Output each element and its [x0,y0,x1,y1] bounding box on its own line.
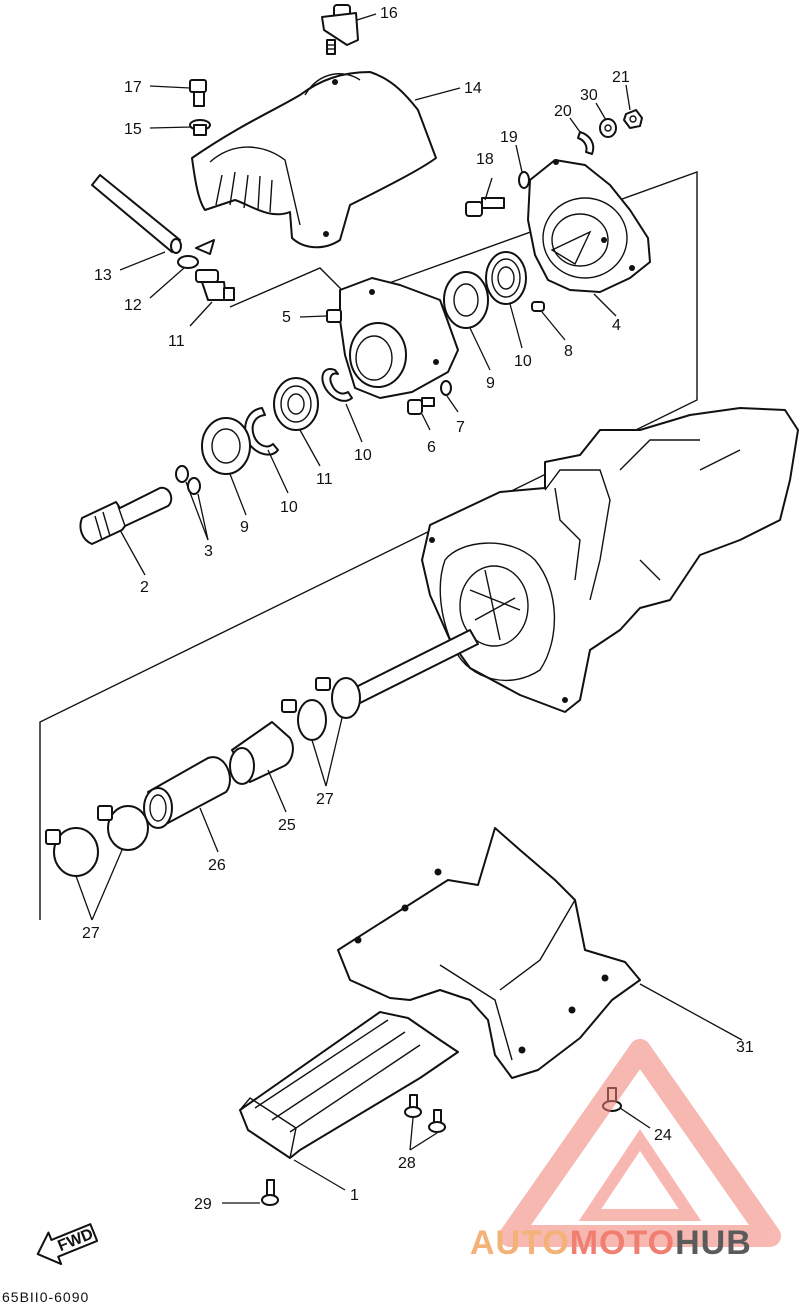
part-28-screws [404,1094,446,1133]
callout-10-lower: 10 [280,499,298,516]
part-5-bearing-housing [326,277,459,399]
callout-28: 28 [398,1155,416,1172]
callout-9-lower: 9 [240,519,249,536]
part-16-top-cover [191,71,437,249]
callout-10-upper: 10 [354,447,372,464]
callout-6: 6 [427,439,436,456]
part-6-bolt [407,397,435,415]
part-23-nut [623,109,643,129]
callout-2: 2 [140,579,149,596]
drawing-code: 65BII0-6090 [2,1289,90,1305]
part-20-bolt [465,197,505,217]
part-3-o-rings [175,465,201,495]
callout-26: 26 [208,857,226,874]
part-25-boot [229,721,294,785]
part-1-intake-grate [239,1011,459,1159]
part-14-clip [177,239,215,269]
leader-lines [75,13,743,1204]
watermark-text: AUTOMOTOHUB [470,1224,752,1263]
part-9-oil-seal-upper [443,271,489,329]
callout-9-upper: 9 [486,375,495,392]
part-29-screw [261,1179,279,1206]
callout-11: 11 [316,471,333,488]
part-30-washer [599,118,617,138]
part-27-hose-clamps-lower [45,805,149,877]
part-21-washer [518,171,530,189]
callout-12: 10 [514,353,532,370]
callout-7: 7 [456,419,465,436]
watermark-hub: HUB [675,1224,752,1262]
callout-23: 21 [612,69,630,86]
part-17-grommet [189,119,211,136]
part-13-fitting [195,269,235,301]
callout-numbers: 16 14 17 15 13 12 11 5 6 7 9 10 8 4 18 1… [82,5,754,1213]
part-8-dowel-pin [531,301,545,312]
part-22-clip [577,131,595,155]
part-11-bearing [273,377,319,431]
watermark-triangle-logo [499,1039,781,1247]
watermark-auto: AUTO [470,1224,570,1262]
part-26-hose [143,756,231,829]
callout-22: 20 [554,103,572,120]
callout-16: 14 [464,80,482,97]
watermark-moto: MOTO [569,1224,676,1262]
callout-21: 19 [500,129,518,146]
callout-18: 16 [380,5,398,22]
callout-27-upper: 27 [316,791,334,808]
part-18-mount-bolt [321,4,359,55]
drive-shaft [349,629,479,705]
callout-1: 1 [350,1187,359,1204]
callout-25: 25 [278,817,296,834]
callout-15: 13 [94,267,112,284]
part-15-hose [91,174,182,254]
part-2-shaft [79,486,173,545]
callout-3: 3 [204,543,213,560]
part-12-bearing [485,251,527,305]
part-9-oil-seal-lower [201,417,251,475]
callout-24: 24 [654,1127,672,1144]
callout-19: 17 [124,79,142,96]
callout-5: 5 [282,309,291,326]
part-19-bolt [189,79,207,107]
callout-30: 30 [580,87,598,104]
assembly-group-outline [39,171,698,920]
callout-27-lower: 27 [82,925,100,942]
callout-29: 29 [194,1196,212,1213]
callout-31: 31 [736,1039,754,1056]
callout-8: 8 [564,343,573,360]
part-27-hose-clamps-upper [281,677,361,741]
callout-17: 15 [124,121,142,138]
callout-13: 11 [168,333,185,350]
part-31-intake-duct [337,827,641,1079]
part-10-circlip-upper [321,368,353,402]
part-4-rear-housing [527,159,651,293]
jet-pump-body [421,407,799,713]
callout-20: 18 [476,151,494,168]
part-7-washer [440,380,452,396]
callout-4: 4 [612,317,621,334]
fwd-direction-arrow: FWD [36,1223,99,1266]
callout-14: 12 [124,297,142,314]
